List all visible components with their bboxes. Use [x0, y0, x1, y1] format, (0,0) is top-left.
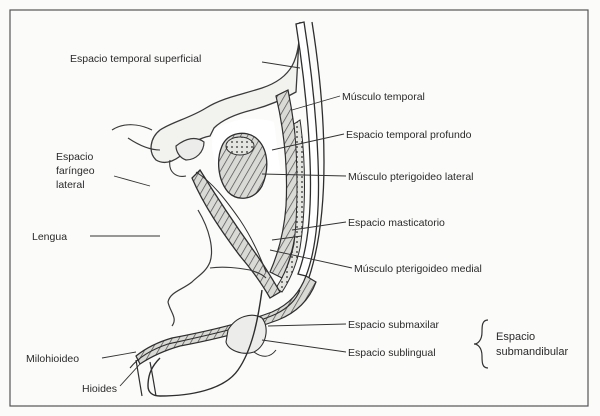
label-hioides: Hioides	[82, 383, 117, 395]
label-espacio-masticatorio: Espacio masticatorio	[348, 217, 445, 229]
label-espacio-sublingual: Espacio sublingual	[348, 347, 436, 359]
label-espacio-temporal-profundo: Espacio temporal profundo	[346, 129, 472, 141]
label-espacio-faringeo-line2: faríngeo	[56, 165, 95, 177]
pterygoid-inner-mass	[226, 137, 254, 155]
label-espacio-faringeo-line1: Espacio	[56, 151, 94, 163]
sublingual-space-outline	[254, 350, 276, 356]
mandible-body	[136, 276, 316, 364]
tongue-contour	[168, 210, 212, 326]
label-espacio-submandibular-line2: submandibular	[496, 346, 568, 358]
label-musculo-pterigoideo-lateral: Músculo pterigoideo lateral	[348, 171, 474, 183]
label-milohioideo: Milohioideo	[26, 353, 79, 365]
label-espacio-submandibular-line1: Espacio	[496, 331, 535, 343]
label-musculo-pterigoideo-medial: Músculo pterigoideo medial	[354, 263, 482, 275]
label-lengua: Lengua	[32, 231, 67, 243]
submandibular-brace	[474, 320, 488, 368]
label-espacio-submaxilar: Espacio submaxilar	[348, 319, 440, 331]
label-espacio-temporal-superficial: Espacio temporal superficial	[70, 53, 201, 65]
label-espacio-faringeo-line3: lateral	[56, 179, 85, 191]
label-musculo-temporal: Músculo temporal	[342, 91, 425, 103]
submaxillary-space	[226, 315, 266, 353]
